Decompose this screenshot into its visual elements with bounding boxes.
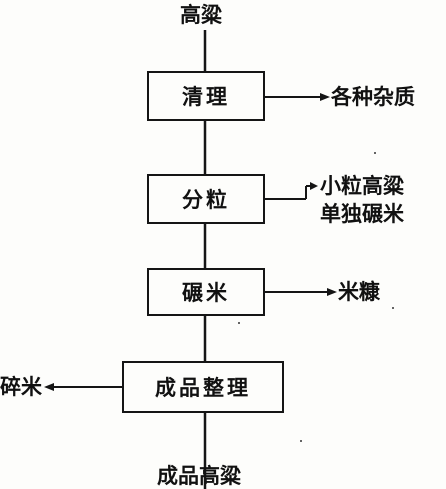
step-box-milling: 碾米 [147, 268, 265, 316]
arrowhead-bran [327, 288, 337, 296]
side-output-small-grain-line2: 单独碾米 [320, 201, 404, 226]
step-box-grading: 分粒 [147, 174, 265, 224]
step-box-cleaning: 清理 [147, 71, 265, 121]
side-output-small-grain-line1: 小粒高粱 [320, 173, 404, 198]
side-output-impurities: 各种杂质 [331, 84, 415, 109]
output-label: 成品高粱 [157, 463, 241, 488]
scan-speck [238, 322, 240, 324]
side-output-bran: 米糠 [338, 279, 380, 304]
step-box-finishing: 成品整理 [122, 361, 284, 413]
scan-speck [374, 152, 376, 154]
scan-speck [392, 307, 394, 309]
arrowhead-impurities [320, 93, 330, 101]
input-label: 高粱 [180, 2, 222, 27]
side-output-broken-rice: 碎米 [0, 374, 42, 399]
arrowhead-small-grain [310, 182, 318, 190]
scan-speck [300, 440, 302, 442]
arrowhead-broken-rice [44, 383, 54, 391]
